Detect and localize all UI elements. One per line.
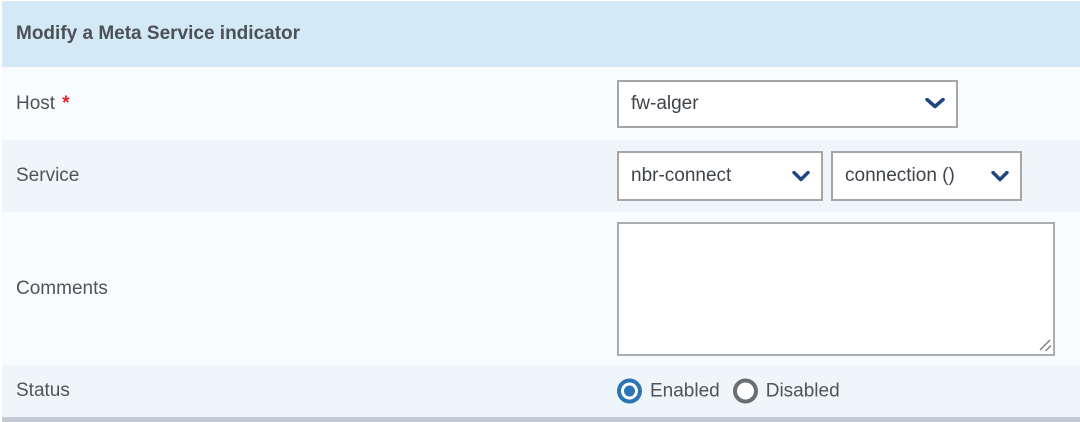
comments-textarea[interactable] bbox=[617, 221, 1055, 356]
service-select[interactable]: nbr-connect bbox=[617, 151, 823, 201]
radio-disabled-label[interactable]: Disabled bbox=[765, 380, 840, 401]
host-select[interactable]: fw-alger bbox=[617, 79, 958, 128]
form-bottom-border bbox=[2, 417, 1080, 422]
status-label: Status bbox=[16, 380, 70, 401]
service-label: Service bbox=[16, 165, 80, 186]
required-asterisk: * bbox=[62, 92, 70, 114]
service-row: Service nbr-connect connection () bbox=[2, 140, 1080, 212]
status-row: Status Enabled Disabled bbox=[2, 365, 1080, 417]
host-row: Host* fw-alger bbox=[2, 67, 1080, 140]
radio-disabled[interactable] bbox=[732, 378, 758, 404]
status-option-enabled: Enabled bbox=[617, 378, 720, 404]
host-label: Host* bbox=[16, 92, 70, 114]
chevron-down-icon bbox=[991, 170, 1009, 181]
service-metric-select-value: connection () bbox=[845, 165, 955, 186]
service-metric-select[interactable]: connection () bbox=[831, 151, 1022, 201]
chevron-down-icon bbox=[792, 170, 810, 181]
radio-enabled[interactable] bbox=[617, 378, 642, 404]
page-title: Modify a Meta Service indicator bbox=[16, 23, 301, 44]
host-select-value: fw-alger bbox=[631, 92, 699, 114]
comments-label: Comments bbox=[16, 277, 108, 299]
status-option-disabled: Disabled bbox=[732, 378, 840, 404]
form-header: Modify a Meta Service indicator bbox=[2, 1, 1080, 67]
chevron-down-icon bbox=[925, 98, 945, 109]
service-select-value: nbr-connect bbox=[631, 165, 732, 186]
comments-row: Comments bbox=[2, 212, 1080, 365]
resize-handle-icon[interactable] bbox=[1038, 338, 1052, 352]
radio-enabled-label[interactable]: Enabled bbox=[650, 380, 720, 401]
